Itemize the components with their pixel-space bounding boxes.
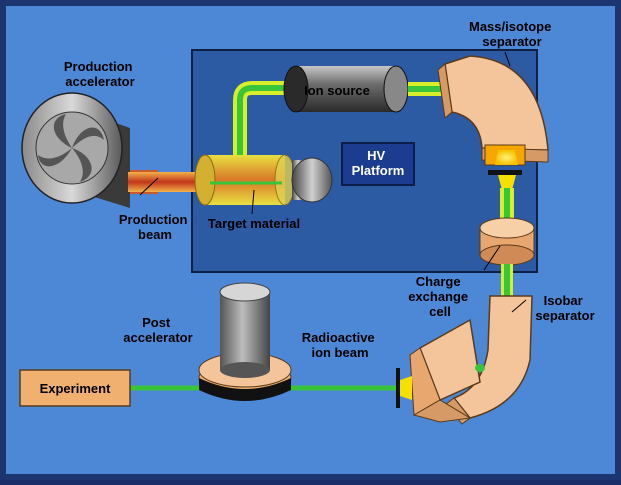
- label-mass-separator: Mass/isotope separator: [469, 19, 555, 49]
- label-production-beam: Production beam: [119, 212, 191, 242]
- charge-exchange-cell-icon: [479, 217, 535, 266]
- mass-separator-pointer: [504, 51, 511, 67]
- label-post-accelerator: Post accelerator: [123, 315, 192, 345]
- hv-platform-box: [341, 142, 415, 186]
- ion-source-cylinder-icon: [283, 65, 409, 113]
- experiment-box: [19, 369, 131, 407]
- label-charge-exchange-cell: Charge exchange cell: [408, 274, 472, 319]
- slit-icon: [488, 170, 522, 175]
- production-beam-pointer: [139, 177, 159, 196]
- label-production-accelerator: Production accelerator: [64, 59, 136, 89]
- charge-exchange-pointer: [483, 245, 501, 271]
- label-ion-source: Ion source: [304, 83, 370, 98]
- target-cylinder-icon: [194, 154, 333, 206]
- label-hv-platform: HV Platform: [352, 148, 405, 178]
- label-experiment: Experiment: [40, 381, 111, 396]
- isobar-pointer: [511, 299, 527, 313]
- label-isobar-separator: Isobar separator: [535, 293, 594, 323]
- beam-focus-icon: [498, 175, 516, 190]
- label-target-material: Target material: [208, 216, 300, 231]
- isobar-separator-magnet-icon: [409, 295, 533, 425]
- target-pointer: [251, 189, 255, 215]
- label-radioactive-ion-beam: Radioactive ion beam: [302, 330, 379, 360]
- mass-separator-magnet-icon: [437, 55, 549, 166]
- post-accelerator-icon: [198, 282, 292, 401]
- beam-line-target-to-source: [233, 81, 300, 160]
